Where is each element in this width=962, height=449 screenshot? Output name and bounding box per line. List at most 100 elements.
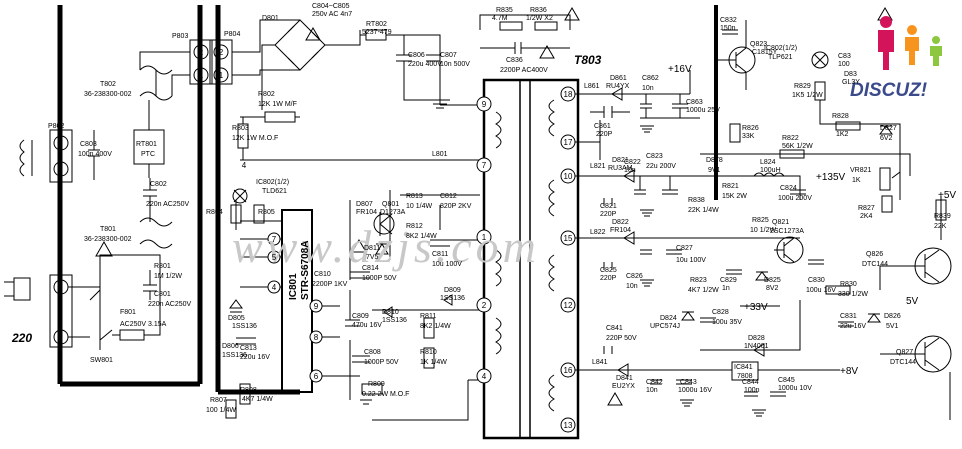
label-r808-spec: 4K7 1/4W (242, 396, 273, 403)
label-q827-spec: DTC144 (890, 359, 916, 366)
label-d807: D807 (356, 201, 373, 208)
label-r807-spec: 100 1/4W (206, 407, 236, 414)
warning-icon (95, 240, 113, 257)
res-r826 (729, 123, 741, 143)
pot-vr821 (879, 167, 891, 191)
label-c825-spec: 220P (600, 275, 617, 282)
label-r828: R828 (832, 113, 849, 120)
label-c825: C825 (600, 267, 617, 274)
cap-c845 (770, 391, 786, 397)
label-l824-spec: 100uH (760, 167, 781, 174)
label-l824: L824 (760, 159, 776, 166)
label-r839-spec: 22K (934, 223, 947, 230)
res-r808 (239, 383, 251, 405)
cap-c862 (640, 94, 652, 118)
label-r823-spec: 4K7 1/2W (688, 287, 719, 294)
label-c842-spec: 10n (646, 387, 658, 394)
label-c807: C807 (440, 52, 457, 59)
inductor-l824 (753, 172, 785, 177)
cap-c802 (143, 178, 157, 222)
pin-4-t: 4 (482, 372, 487, 381)
warning-icon (539, 45, 555, 59)
label-d824-spec: UPC574J (650, 323, 680, 330)
label-c823: C823 (646, 153, 663, 160)
label-c811-spec: 10u 100V (432, 261, 462, 268)
rail-5v-a: +5V (938, 190, 956, 201)
label-c801-spec: 220n AC250V (148, 301, 192, 308)
label-r808: R808 (240, 387, 257, 394)
label-r838-spec: 22K 1/4W (688, 207, 719, 214)
label-d810-spec: 1SS136 (382, 317, 407, 324)
label-c811: C811 (432, 251, 448, 258)
pin-p2a: 2 (199, 48, 204, 57)
diode-d821 (623, 169, 635, 183)
label-d810: D810 (382, 309, 399, 316)
pin-18-t: 18 (564, 90, 573, 99)
label-d807-spec: FR104 (356, 209, 377, 216)
rail-8v: +8V (840, 366, 858, 377)
switch-sw801 (89, 289, 113, 341)
diode-d861 (611, 87, 623, 101)
label-c831: C83 (838, 53, 851, 60)
res-r807 (225, 399, 237, 419)
label-d801: D801 (262, 15, 279, 22)
cap-c831b (838, 321, 854, 327)
transformer-t803 (482, 78, 580, 440)
res-r827 (881, 195, 893, 213)
diode-d827 (879, 125, 893, 135)
label-c830-spec: 100u 16V (806, 287, 836, 294)
label-r813: R813 (406, 193, 423, 200)
pin-5-ic: 5 (272, 253, 277, 262)
diode-d805 (229, 299, 243, 313)
label-r827: R827 (858, 205, 875, 212)
warning-icon (305, 27, 321, 41)
pin-9-ic: 9 (314, 302, 319, 311)
diode-d822 (623, 231, 635, 245)
cap-c829 (726, 269, 742, 275)
label-l821: L821 (590, 163, 606, 170)
pin-6-ic: 6 (314, 372, 319, 381)
ic841-label: IC841 (734, 364, 753, 371)
label-vr821-spec: 1K (852, 177, 861, 184)
cap-c832 (722, 29, 738, 35)
cap-c836 (480, 42, 570, 54)
logo-text: DISCUZ! (850, 80, 927, 101)
diode-d825 (755, 271, 769, 281)
label-d806: D806 (222, 343, 239, 350)
chassis-line-mid (215, 5, 300, 395)
res-r810 (423, 347, 435, 369)
label-c809-spec: 470u 16V (352, 322, 382, 329)
label-c845: C845 (778, 377, 795, 384)
t801-code: 36-238300-002 (84, 236, 132, 243)
label-r828-spec: 1K2 (836, 131, 849, 138)
t802-label: T802 (100, 81, 116, 88)
label-c810: C810 (314, 271, 331, 278)
rail-16v: +16V (668, 64, 692, 75)
ic841-box (731, 361, 759, 381)
label-c803-spec: 100n 400V (78, 151, 112, 158)
ic802b-label: IC802(1/2) (764, 45, 797, 52)
diode-d826 (867, 313, 881, 323)
label-r804: R804 (206, 209, 223, 216)
cap-c822 (634, 176, 646, 195)
label-c829: C829 (720, 277, 737, 284)
label-c836: C836 (506, 57, 523, 64)
label-c802: C802 (150, 181, 167, 188)
label-r809: R809 (368, 381, 385, 388)
label-c821: C821 (600, 203, 617, 210)
label-c844-spec: 100n (744, 387, 760, 394)
label-r825: R825 (752, 217, 769, 224)
label-c831b: C831 (840, 313, 857, 320)
label-c814-spec: 1000P 50V (362, 275, 397, 282)
res-r809 (361, 383, 383, 395)
label-c831b-spec: 22u 16V (840, 323, 866, 330)
label-q801-spec: D1273A (380, 209, 406, 216)
cap-c808 (352, 355, 370, 363)
label-d826: D826 (884, 313, 901, 320)
rail-5v-b: 5V (906, 296, 919, 307)
label-c841: C841 (606, 325, 623, 332)
label-r821-spec: 15K 2W (722, 193, 747, 200)
label-c813: C813 (240, 345, 257, 352)
pin-8-ic: 8 (314, 333, 319, 342)
label-c806-spec: 220u 400V (408, 61, 442, 68)
